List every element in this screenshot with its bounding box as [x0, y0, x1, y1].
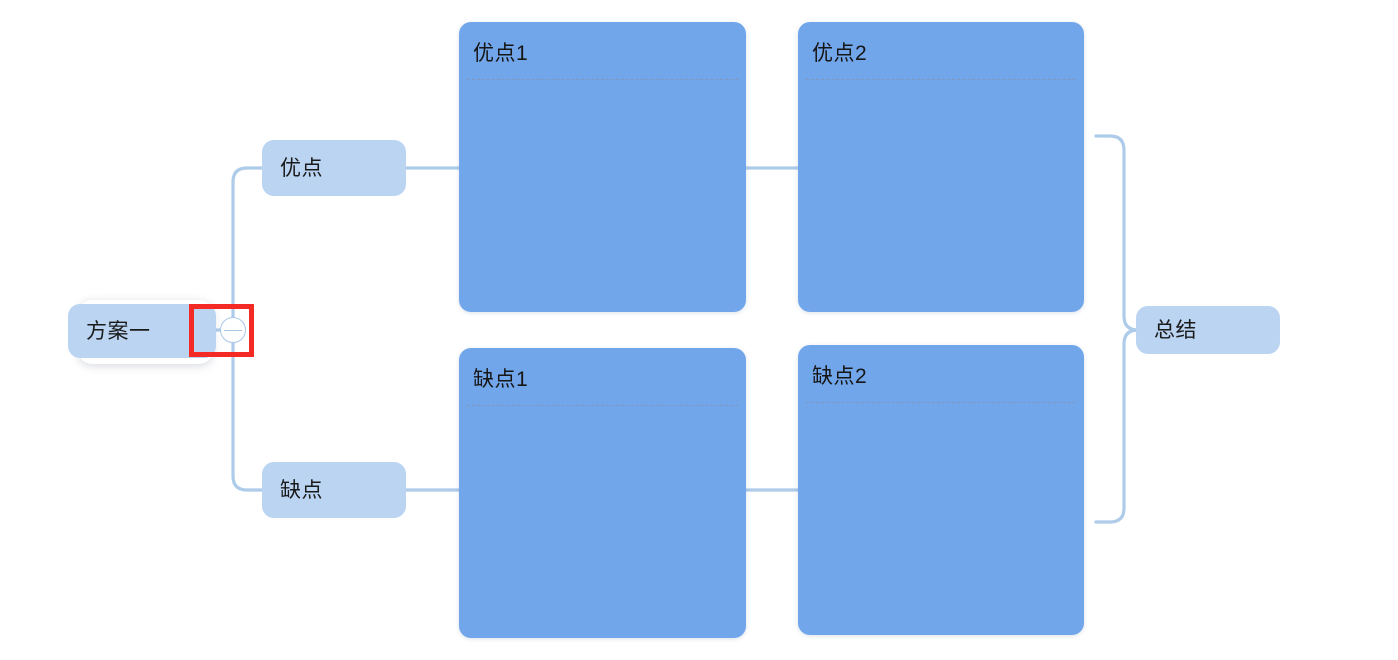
branch-node-quedian-label: 缺点 — [280, 478, 323, 502]
card-body[interactable] — [806, 88, 1076, 304]
card-divider — [806, 79, 1076, 80]
edge-bracket-upper — [1094, 134, 1140, 332]
root-node-label: 方案一 — [86, 319, 151, 343]
branch-node-youdian-label: 优点 — [280, 156, 323, 180]
card-divider — [806, 402, 1076, 403]
card-body[interactable] — [467, 88, 738, 304]
card-title: 缺点2 — [812, 365, 868, 388]
minus-circle-icon[interactable] — [220, 317, 246, 343]
edge-root-to-youdian — [231, 166, 264, 320]
card-divider — [467, 405, 738, 406]
branch-node-youdian[interactable]: 优点 — [262, 140, 406, 196]
card-body[interactable] — [806, 411, 1076, 627]
edge-root-to-quedian — [231, 340, 264, 492]
root-node[interactable]: 方案一 — [68, 304, 216, 358]
card-body[interactable] — [467, 414, 738, 630]
card-node-quedian-2[interactable]: 缺点2 — [798, 345, 1084, 635]
card-node-youdian-1[interactable]: 优点1 — [459, 22, 746, 312]
card-title: 优点2 — [812, 42, 868, 65]
card-title: 优点1 — [473, 42, 529, 65]
summary-node-label: 总结 — [1154, 318, 1197, 342]
card-divider — [467, 79, 738, 80]
card-title: 缺点1 — [473, 368, 529, 391]
card-node-quedian-1[interactable]: 缺点1 — [459, 348, 746, 638]
branch-node-quedian[interactable]: 缺点 — [262, 462, 406, 518]
card-node-youdian-2[interactable]: 优点2 — [798, 22, 1084, 312]
summary-node-zongjie[interactable]: 总结 — [1136, 306, 1280, 354]
edge-bracket-lower — [1094, 328, 1140, 524]
